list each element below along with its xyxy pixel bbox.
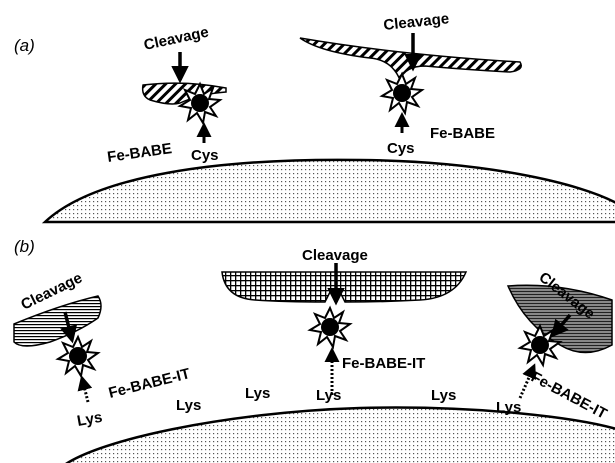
lys-label-1: Lys [176,397,201,414]
cleavage-label-a-right: Cleavage [383,10,450,34]
fe-star-a-right [382,74,422,113]
fe-star-b-left [58,337,98,376]
cleavage-label-b-middle: Cleavage [302,247,368,264]
reagent-label-a-right: Fe-BABE [430,125,495,142]
residue-label-b-middle: Lys [316,387,341,404]
reagent-label-b-middle: Fe-BABE-IT [342,355,425,372]
subunit-a-right [300,38,521,80]
cleavage-label-a-left: Cleavage [142,24,210,54]
residue-label-a-left: Cys [191,147,219,164]
fe-star-b-middle [310,308,350,347]
residue-label-b-right: Lys [496,399,521,416]
panel-b-label: (b) [14,237,35,256]
tether-arrow-b-left [82,378,88,402]
residue-label-a-right: Cys [387,140,415,157]
subunit-b-middle [222,272,466,302]
reagent-label-a-left: Fe-BABE [106,140,173,166]
panel-a-label: (a) [14,36,35,55]
membrane-b [58,408,615,463]
residue-label-b-left: Lys [76,409,104,430]
lys-label-2: Lys [245,385,270,402]
membrane-a [45,160,615,222]
lys-label-3: Lys [431,387,456,404]
